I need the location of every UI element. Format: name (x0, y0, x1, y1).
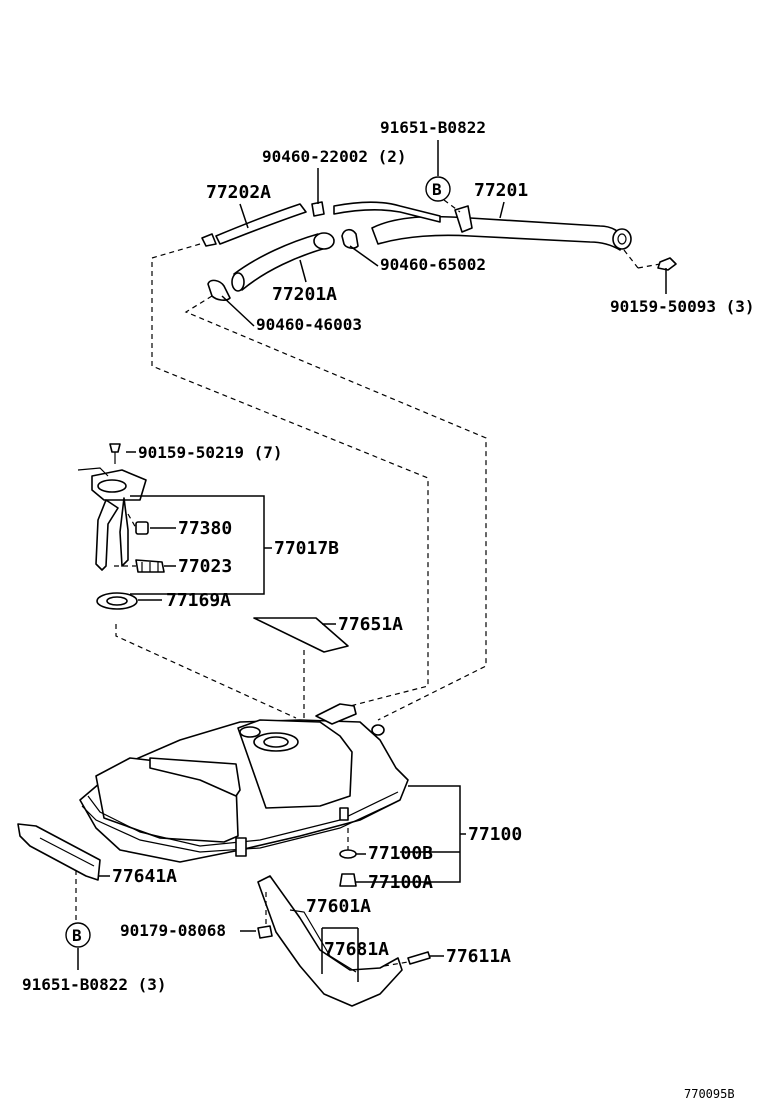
label-90460-65002: 90460-65002 (380, 255, 486, 274)
callout-b-circle-top (425, 176, 451, 202)
label-77201a: 77201A (272, 284, 337, 305)
callout-b-bottom: B (72, 926, 82, 945)
label-91651-b0822-3: 91651-B0822 (3) (22, 975, 167, 994)
bracket-77641a (17, 823, 101, 881)
bolt-90159-50219 (109, 443, 121, 464)
hose-clamps (207, 201, 677, 301)
label-77641a: 77641A (112, 866, 177, 887)
label-90460-22002: 90460-22002 (2) (262, 147, 407, 166)
tank-band-77601a (257, 875, 403, 1007)
breather-hose-77202A (201, 203, 307, 247)
part-77611a (407, 951, 431, 965)
sender-gauge-assembly (77, 467, 147, 571)
label-77601a: 77601A (306, 896, 371, 917)
protector-77651a (253, 617, 349, 653)
label-77169a: 77169A (166, 590, 231, 611)
label-77023: 77023 (178, 556, 232, 577)
label-77017b: 77017B (274, 538, 339, 559)
label-77100: 77100 (468, 824, 522, 845)
label-91651-b0822: 91651-B0822 (380, 118, 486, 137)
label-90159-50093: 90159-50093 (3) (610, 297, 755, 316)
fuel-tank-77100 (79, 703, 409, 863)
label-77651a: 77651A (338, 614, 403, 635)
label-90179-08068: 90179-08068 (120, 921, 226, 940)
gasket-77169a (96, 592, 138, 610)
label-90159-50219: 90159-50219 (7) (138, 443, 283, 462)
filler-hose-77201A (231, 232, 335, 292)
label-77380: 77380 (178, 518, 232, 539)
filler-pipe-77201 (333, 201, 632, 251)
part-77100b (339, 849, 357, 859)
nut-90179-08068 (257, 925, 273, 939)
label-77201: 77201 (474, 180, 528, 201)
part-77100a (339, 873, 357, 887)
label-77100b: 77100B (368, 843, 433, 864)
part-77380 (135, 521, 149, 535)
label-77611a: 77611A (446, 946, 511, 967)
callout-b-top: B (432, 180, 442, 199)
label-77100a: 77100A (368, 872, 433, 893)
part-77023 (135, 559, 165, 573)
label-77681a: 77681A (324, 939, 389, 960)
label-90460-46003: 90460-46003 (256, 315, 362, 334)
label-77202a: 77202A (206, 182, 271, 203)
callout-b-circle-bottom (65, 922, 91, 948)
diagram-id: 770095B (684, 1087, 735, 1101)
